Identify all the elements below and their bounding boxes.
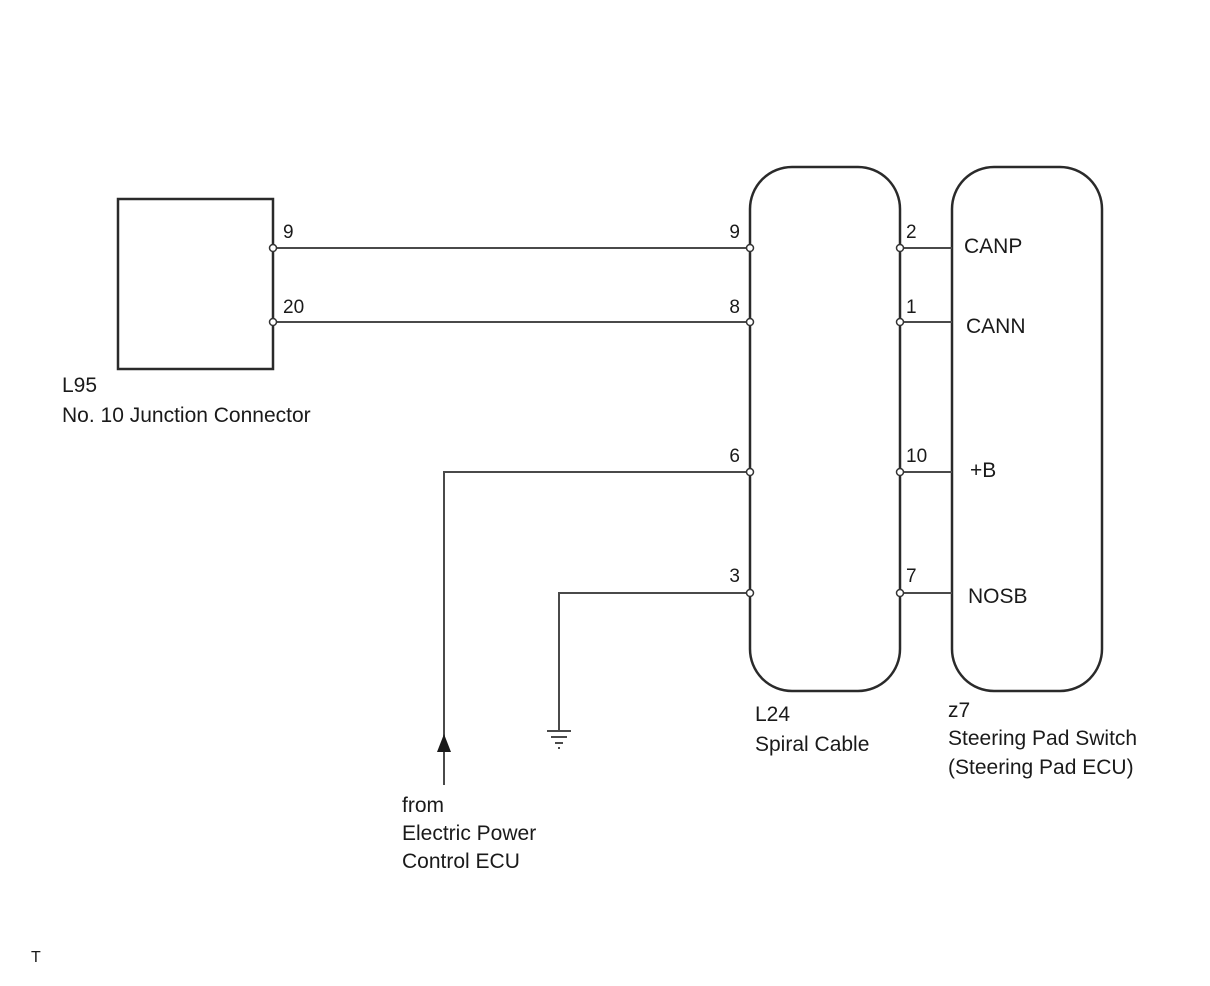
arrow-up-icon	[437, 734, 451, 752]
source-name-line2: Control ECU	[402, 850, 520, 873]
signal-plus-b: +B	[970, 459, 996, 482]
spiral-pin-6: 6	[729, 446, 740, 467]
signal-nosb: NOSB	[968, 585, 1028, 608]
spiral-pin-7: 7	[906, 566, 917, 587]
junction-code: L95	[62, 374, 97, 397]
wire-ground	[558, 592, 750, 731]
steering-subname: (Steering Pad ECU)	[948, 756, 1134, 779]
spiral-code: L24	[755, 703, 790, 726]
signal-canp: CANP	[964, 235, 1022, 258]
steering-name: Steering Pad Switch	[948, 727, 1137, 750]
steering-code: z7	[948, 699, 970, 722]
junction-pin-9: 9	[283, 222, 294, 243]
spiral-cable-box	[748, 165, 902, 693]
spiral-pin-2: 2	[906, 222, 917, 243]
spiral-pin-9: 9	[729, 222, 740, 243]
spiral-name: Spiral Cable	[755, 733, 869, 756]
source-from: from	[402, 794, 444, 817]
footer-mark: T	[31, 949, 41, 966]
junction-pin-20: 20	[283, 297, 304, 318]
junction-connector-box	[116, 197, 275, 371]
wire-power-source	[443, 471, 750, 785]
junction-name: No. 10 Junction Connector	[62, 404, 311, 427]
source-name-line1: Electric Power	[402, 822, 536, 845]
spiral-pin-3: 3	[729, 566, 740, 587]
ground-icon	[547, 730, 571, 749]
signal-cann: CANN	[966, 315, 1026, 338]
pin-dots	[268, 243, 905, 598]
spiral-pin-10: 10	[906, 446, 927, 467]
spiral-pin-1: 1	[906, 297, 917, 318]
steering-pad-switch-box	[950, 165, 1104, 693]
spiral-pin-8: 8	[729, 297, 740, 318]
